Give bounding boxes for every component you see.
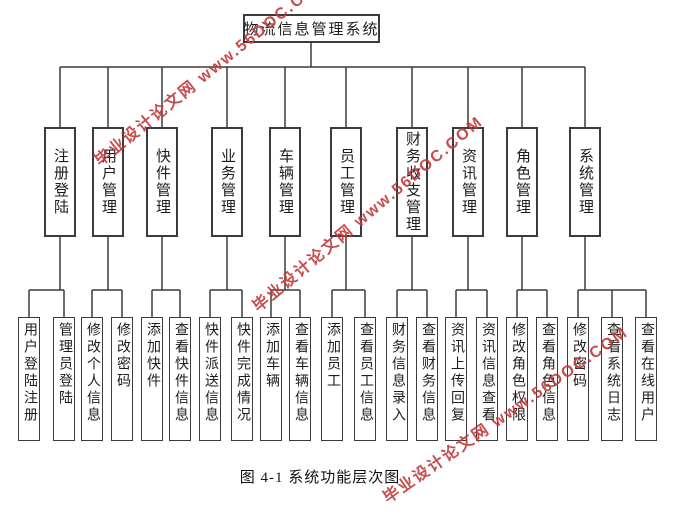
l2-node-register-login: 注册登陆: [44, 127, 76, 237]
l2-node-system-mgmt: 系统管理: [569, 127, 601, 237]
root-node: 物流信息管理系统: [243, 14, 380, 43]
l3-node: 修改密码: [111, 317, 133, 441]
l3-node: 查看财务信息: [416, 317, 438, 441]
l3-node: 查看系统日志: [601, 317, 623, 441]
l3-node: 修改角色权限: [506, 317, 528, 441]
l3-node: 添加员工: [321, 317, 343, 441]
l3-node: 查看员工信息: [354, 317, 376, 441]
l3-node: 修改密码: [567, 317, 589, 441]
level2-top-drops: [59, 67, 586, 128]
l2-node-staff-mgmt: 员工管理: [330, 127, 362, 237]
l2-node-news-mgmt: 资讯管理: [452, 127, 484, 237]
figure-caption: 图 4-1 系统功能层次图: [239, 470, 401, 486]
l2-node-role-mgmt: 角色管理: [506, 127, 538, 237]
l3-node: 添加车辆: [260, 317, 282, 441]
l3-node: 快件完成情况: [231, 317, 253, 441]
l3-node: 用户登陆注册: [18, 317, 40, 441]
root-spine-line: [60, 43, 585, 68]
l2-node-vehicle-mgmt: 车辆管理: [269, 127, 301, 237]
level2-bottom-drops: [59, 236, 586, 290]
l3-node: 查看角色信息: [536, 317, 558, 441]
l3-node: 添加快件: [141, 317, 163, 441]
l3-node: 修改个人信息: [81, 317, 103, 441]
l2-node-express-mgmt: 快件管理: [146, 127, 178, 237]
l3-node: 资讯上传回复: [445, 317, 467, 441]
l3-node: 快件派送信息: [199, 317, 221, 441]
l3-node: 查看在线用户: [635, 317, 657, 441]
l3-node: 资讯信息查看: [476, 317, 498, 441]
l2-node-business-mgmt: 业务管理: [211, 127, 243, 237]
l2-node-user-mgmt: 用户管理: [92, 127, 124, 237]
level3-drops: [28, 290, 647, 318]
l3-node: 财务信息录入: [386, 317, 408, 441]
l3-node: 管理员登陆: [53, 317, 75, 441]
l2-node-finance-mgmt: 财务收支管理: [396, 127, 428, 237]
l3-node: 查看车辆信息: [289, 317, 311, 441]
l3-node: 查看快件信息: [169, 317, 191, 441]
